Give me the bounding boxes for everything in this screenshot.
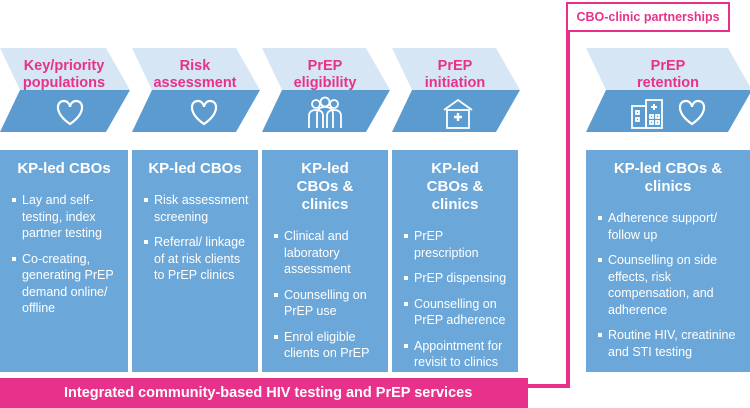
list-item: Appointment for revisit to clinics [404, 338, 510, 371]
list-item: Counselling on PrEP adherence [404, 296, 510, 329]
step-title-1: Key/priority populations [22, 58, 106, 91]
process-chevrons [0, 48, 750, 132]
chevron-top-5 [586, 48, 750, 90]
card-title: KP-led CBOs & clinics [296, 160, 354, 213]
card-title: KP-led CBOs [148, 160, 242, 177]
heart-icon [50, 96, 90, 135]
heart-icon [184, 96, 224, 135]
chevron-bottom-5 [586, 90, 750, 132]
list-item: PrEP dispensing [404, 270, 510, 287]
list-item: Counselling on side effects, risk compen… [598, 252, 742, 318]
step-title-5: PrEP retention [636, 58, 700, 91]
list-item: Routine HIV, creatinine and STI testing [598, 327, 742, 360]
list-item: Enrol eligible clients on PrEP [274, 329, 380, 362]
card-title: KP-led CBOs & clinics [613, 160, 723, 195]
chevron-top-2 [132, 48, 260, 90]
integrated-services-bar: Integrated community-based HIV testing a… [0, 378, 528, 408]
card-activity-list: Lay and self-testing, index partner test… [0, 192, 128, 317]
heart-icon [672, 96, 712, 135]
card-title: KP-led CBOs & clinics [426, 160, 484, 213]
chevron-bottom-1 [0, 90, 130, 132]
list-item: Adherence support/ follow up [598, 210, 742, 243]
clinic-icon [438, 96, 478, 135]
hospital-icon [628, 96, 668, 135]
list-item: Counselling on PrEP use [274, 287, 380, 320]
partnership-label: CBO-clinic partnerships [566, 2, 730, 32]
list-item: Lay and self-testing, index partner test… [12, 192, 120, 242]
list-item: PrEP prescription [404, 228, 510, 261]
list-item: Co-creating, generating PrEP demand onli… [12, 251, 120, 317]
chevron-top-4 [392, 48, 520, 90]
step-title-2: Risk assessment [153, 58, 237, 91]
chevron-bottom-2 [132, 90, 260, 132]
step-title-3: PrEP eligibility [293, 58, 357, 91]
list-item: Referral/ linkage of at risk clients to … [144, 234, 250, 284]
chevron-top-3 [262, 48, 390, 90]
step-title-4: PrEP initiation [424, 58, 486, 91]
card-title: KP-led CBOs [17, 160, 111, 177]
list-item: Clinical and laboratory assessment [274, 228, 380, 278]
chevron-top-1 [0, 48, 130, 90]
list-item: Risk assessment screening [144, 192, 250, 225]
partnership-connector-horizontal [528, 384, 570, 388]
chevron-bottom-3 [262, 90, 390, 132]
partnership-connector-vertical [566, 30, 570, 386]
chevron-bottom-4 [392, 90, 520, 132]
people-icon [305, 96, 345, 135]
card-activity-list: Adherence support/ follow up Counselling … [586, 210, 750, 360]
